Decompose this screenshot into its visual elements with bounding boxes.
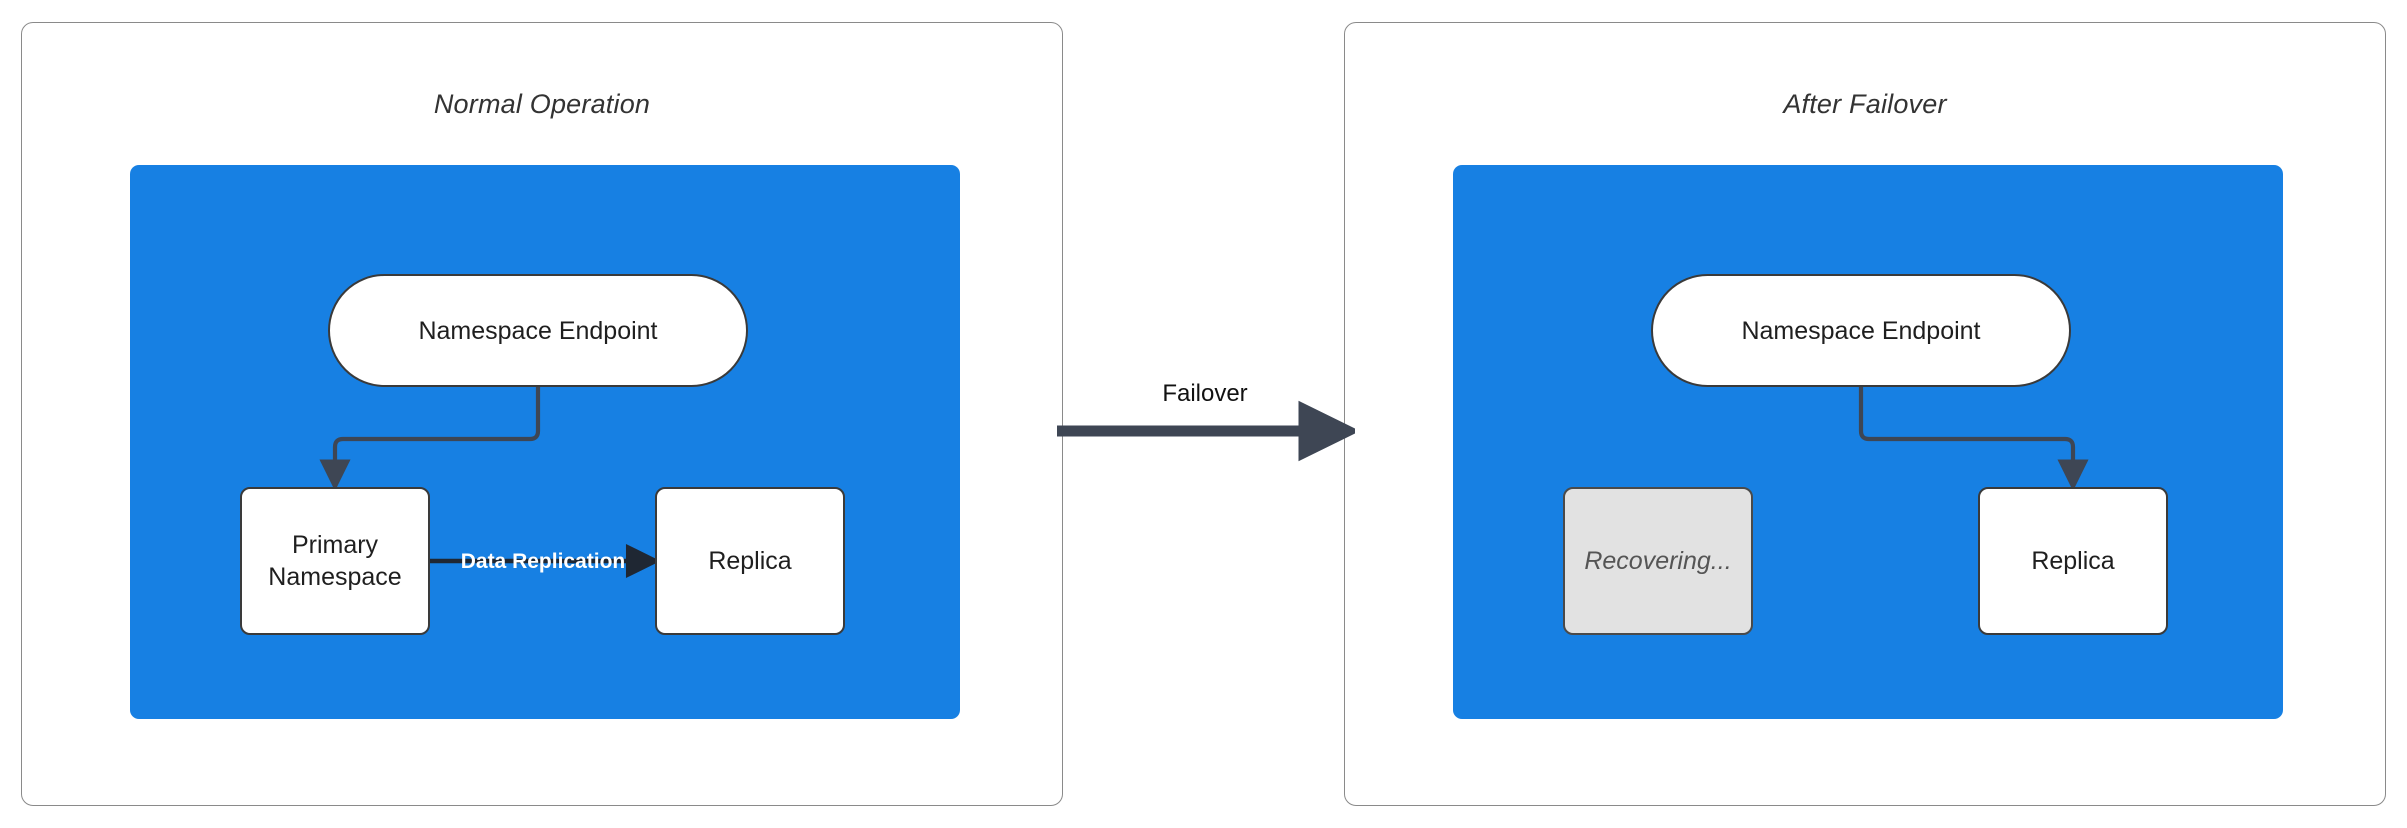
node-primary-namespace[interactable]: Primary Namespace xyxy=(240,487,430,635)
node-label: Recovering... xyxy=(1584,547,1732,575)
node-namespace-endpoint-failover[interactable]: Namespace Endpoint xyxy=(1651,274,2071,387)
node-replica-normal[interactable]: Replica xyxy=(655,487,845,635)
region-normal-operation: Namespace Endpoint Primary Namespace Rep… xyxy=(130,165,960,719)
node-label: Namespace Endpoint xyxy=(418,316,658,345)
transition-failover: Failover xyxy=(1055,380,1361,500)
node-label-line1: Primary xyxy=(291,531,379,559)
panel-title-after-failover: After Failover xyxy=(1783,89,1947,119)
connector-layer-right xyxy=(1858,387,2089,491)
panel-normal-operation: Normal Operation Namesp xyxy=(21,22,1063,806)
node-label: Primary Namespace xyxy=(268,529,401,593)
node-namespace-endpoint-normal[interactable]: Namespace Endpoint xyxy=(328,274,748,387)
panel-title-normal-operation: Normal Operation xyxy=(433,89,651,119)
transition-arrow-failover xyxy=(1057,400,1361,462)
connector-layer-left xyxy=(319,387,661,579)
region-after-failover: Namespace Endpoint Recovering... Replica xyxy=(1453,165,2283,719)
edge-endpoint-to-primary xyxy=(319,387,541,491)
node-label-line2: Namespace xyxy=(268,563,402,591)
transition-label-failover: Failover xyxy=(1162,380,1248,407)
edge-label-data-replication: Data Replication xyxy=(460,550,626,573)
panel-after-failover: After Failover Namespace Endpoint Recove… xyxy=(1344,22,2386,806)
node-label: Replica xyxy=(2031,547,2115,575)
node-recovering[interactable]: Recovering... xyxy=(1563,487,1753,635)
node-replica-failover[interactable]: Replica xyxy=(1978,487,2168,635)
node-label: Namespace Endpoint xyxy=(1741,316,1981,345)
edge-endpoint-to-replica xyxy=(1858,387,2089,491)
node-label: Replica xyxy=(708,547,792,575)
